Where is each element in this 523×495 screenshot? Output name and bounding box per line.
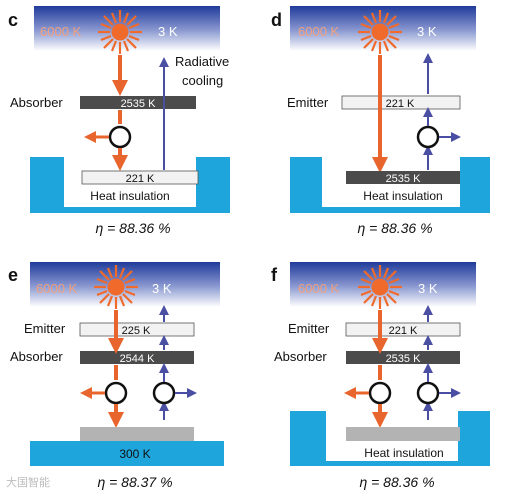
radiative-cooling-label-line1: Radiative — [175, 54, 229, 69]
efficiency-label: η = 88.36 % — [357, 220, 432, 236]
heat-sink-block — [346, 427, 460, 441]
sky-temperature: 3 K — [418, 281, 438, 296]
heat-engine — [108, 125, 132, 149]
panel-letter: d — [271, 10, 282, 30]
emitter-layer — [341, 95, 461, 110]
sky-temperature: 3 K — [152, 281, 172, 296]
emitter-layer — [81, 170, 199, 185]
panel-c: c 6000 K 3 K 2535 K Absorber Radiative c… — [8, 6, 230, 236]
heat-insulation-label: Heat insulation — [364, 446, 443, 460]
emitter-temperature: 221 K — [126, 173, 155, 185]
heat-engine-cooling — [416, 381, 440, 405]
heat-engine-cooling — [152, 381, 176, 405]
emitter-layer — [79, 322, 195, 337]
emitter-label: Emitter — [287, 95, 329, 110]
absorber-layer — [80, 351, 194, 364]
emitter-label: Emitter — [288, 321, 330, 336]
heat-engine — [368, 381, 392, 405]
absorber-temperature: 2535 K — [386, 353, 422, 365]
emitter-label: Emitter — [24, 321, 66, 336]
absorber-layer — [80, 96, 196, 109]
heat-engine — [104, 381, 128, 405]
emitter-temperature: 221 K — [389, 325, 418, 337]
efficiency-label: η = 88.36 % — [95, 220, 170, 236]
sun-temperature: 6000 K — [40, 24, 82, 39]
absorber-label: Absorber — [274, 349, 327, 364]
absorber-temperature: 2535 K — [386, 173, 422, 185]
sky-band — [30, 262, 220, 307]
panel-d: d 6000 K 3 K 221 K Emitter 2535 K Heat i… — [271, 6, 490, 236]
sun-icon — [356, 263, 404, 311]
absorber-label: Absorber — [10, 95, 63, 110]
absorber-temperature: 2535 K — [121, 98, 157, 110]
sun-icon — [92, 263, 140, 311]
panel-letter: c — [8, 10, 18, 30]
sun-temperature: 6000 K — [298, 281, 340, 296]
efficiency-label: η = 88.36 % — [359, 474, 434, 490]
panel-letter: f — [271, 265, 278, 285]
emitter-layer — [345, 322, 461, 337]
sky-temperature: 3 K — [417, 24, 437, 39]
sun-temperature: 6000 K — [36, 281, 78, 296]
efficiency-label: η = 88.37 % — [97, 474, 172, 490]
heat-engine — [416, 125, 440, 149]
panel-e: e 6000 K 3 K 225 K Emitter 2544 K Absorb… — [8, 262, 224, 490]
heat-insulation-label: Heat insulation — [90, 189, 169, 203]
panel-letter: e — [8, 265, 18, 285]
sun-temperature: 6000 K — [298, 24, 340, 39]
sun-icon — [356, 8, 404, 56]
emitter-temperature: 225 K — [122, 325, 151, 337]
sky-temperature: 3 K — [158, 24, 178, 39]
watermark: 大国智能 — [6, 476, 50, 489]
absorber-layer — [346, 171, 460, 184]
heat-sink-block — [80, 427, 194, 441]
ambient-bath — [30, 441, 224, 466]
sun-icon — [96, 8, 144, 56]
heat-insulation-label: Heat insulation — [363, 189, 442, 203]
panel-f: f 6000 K 3 K 221 K Emitter 2535 K Absorb… — [271, 262, 490, 490]
absorber-label: Absorber — [10, 349, 63, 364]
absorber-layer — [346, 351, 460, 364]
bath-temperature: 300 K — [119, 447, 150, 461]
radiative-cooling-label-line2: cooling — [182, 73, 223, 88]
emitter-temperature: 221 K — [386, 98, 415, 110]
absorber-temperature: 2544 K — [120, 353, 156, 365]
